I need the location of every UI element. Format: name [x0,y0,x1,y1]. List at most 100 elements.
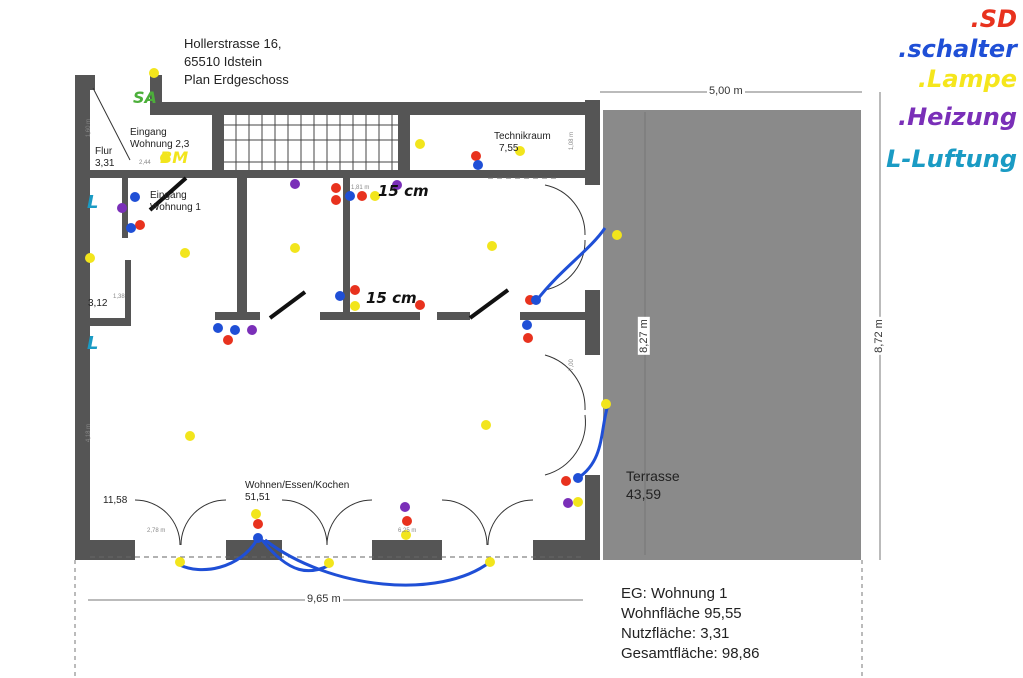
schalter-marker [531,295,541,305]
room-name: Wohnen/Essen/Kochen [245,480,350,491]
stairs [224,124,398,163]
schalter-marker [335,291,345,301]
dim-side-span: 7,00 [568,359,575,371]
marker-strokes [148,176,510,320]
heizung-marker [290,179,300,189]
dim-total-height: 8,72 m [872,317,885,355]
dim-door-span: 2,78 m [147,528,166,534]
sd-marker [357,191,367,201]
room-terrasse: Terrasse 43,59 [626,467,680,503]
summary-title: EG: Wohnung 1 [621,585,728,602]
address-block: Hollerstrasse 16, 65510 Idstein Plan Erd… [184,35,289,89]
room-name: Technikraum [494,131,551,142]
dim-bad-width: 1,38 [113,294,125,300]
schalter-marker [213,323,223,333]
room-name: Wohnung 2,3 [130,139,190,150]
room-area: 3,31 [95,158,115,169]
annotation-sa: SA [133,88,157,107]
annotation-15cm: 15 cm [378,182,429,200]
lampe-marker [180,248,190,258]
lampe-marker [401,530,411,540]
schalter-marker [473,160,483,170]
schalter-marker [230,325,240,335]
heizung-marker [563,498,573,508]
plan-title: Plan Erdgeschoss [184,72,289,87]
legend-item: .schalter [898,35,1017,63]
schalter-marker [573,473,583,483]
summary-nutzflaeche: Nutzfläche: 3,31 [621,625,730,642]
sd-marker [223,335,233,345]
summary-wohnflaeche: Wohnfläche 95,55 [621,605,742,622]
lampe-marker [485,557,495,567]
lampe-marker [160,153,170,163]
lampe-marker [350,301,360,311]
lampe-marker [481,420,491,430]
address-line: Hollerstrasse 16, [184,36,282,51]
legend-item: .Heizung [897,103,1017,131]
dim-flur-width: 2,44 [139,160,151,166]
lampe-marker [175,557,185,567]
lampe-marker [290,243,300,253]
lampe-marker [612,230,622,240]
dim-technik-height: 1,08 m [569,131,576,151]
annotation-bm: BM [160,148,189,167]
heizung-marker [247,325,257,335]
room-bad-area: 3,12 [88,298,108,309]
room-left-area: 11,58 [103,495,128,506]
sd-marker [331,195,341,205]
dim-left-span: 4,18 m [86,423,93,443]
lampe-marker [185,431,195,441]
room-name: Flur [95,146,113,157]
sd-marker [561,476,571,486]
lampe-marker [515,146,525,156]
room-area: 51,51 [245,492,271,503]
dim-terrace-width: 5,00 m [707,85,745,97]
lampe-marker [85,253,95,263]
walls [75,75,600,560]
heizung-marker [392,180,402,190]
annotation-luftung: L [87,192,99,213]
sd-marker [331,183,341,193]
schalter-marker [522,320,532,330]
heizung-marker [400,502,410,512]
schalter-marker [345,191,355,201]
lampe-marker [573,497,583,507]
sd-marker [415,300,425,310]
room-name: Eingang [130,127,167,138]
lampe-marker [487,241,497,251]
sd-marker [135,220,145,230]
room-area: 7,55 [499,143,519,154]
installation-markers [85,68,622,568]
lampe-marker [251,509,261,519]
schalter-marker [253,533,263,543]
switch-wiring [179,227,610,587]
dim-total-width: 9,65 m [305,593,343,605]
lampe-marker [324,558,334,568]
lampe-marker [149,68,159,78]
dim-inner-height: 8,27 m [637,317,650,355]
schalter-marker [130,192,140,202]
room-name: Terrasse [626,468,680,484]
dim-mid-span: 6,25 m [398,528,417,534]
annotation-luftung: L [87,333,99,354]
sd-marker [402,516,412,526]
sd-marker [350,285,360,295]
sd-marker [253,519,263,529]
doors [92,87,586,546]
summary-gesamtflaeche: Gesamtfläche: 98,86 [621,645,760,662]
sd-marker [471,151,481,161]
heizung-marker [117,203,127,213]
sd-marker [523,333,533,343]
annotation-15cm: 15 cm [366,289,417,307]
dim-small: 1,81 m [351,185,370,191]
legend-item: .Lampe [917,65,1017,93]
legend-item: .SD [970,5,1017,33]
address-city: 65510 Idstein [184,54,263,69]
room-area: 43,59 [626,486,662,502]
lampe-marker [415,139,425,149]
